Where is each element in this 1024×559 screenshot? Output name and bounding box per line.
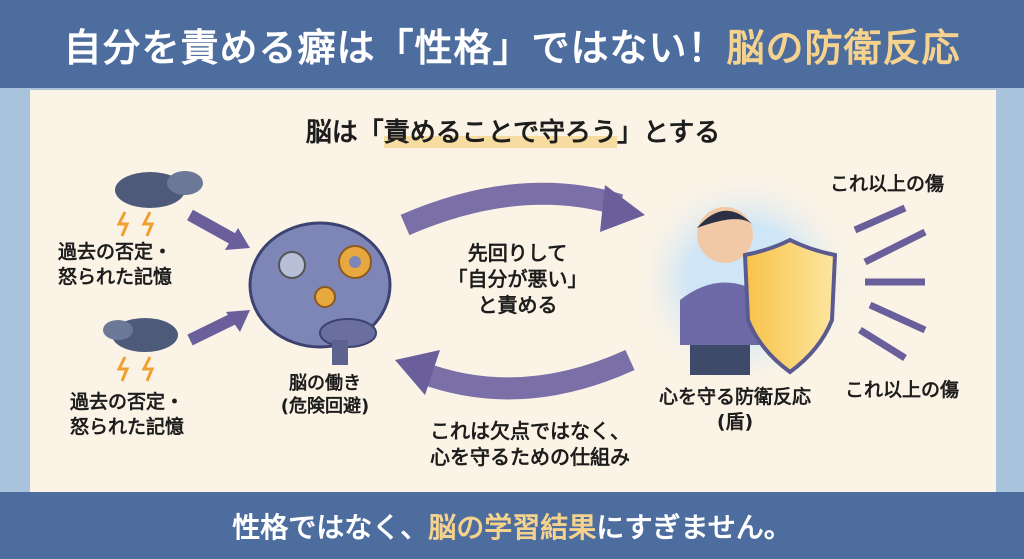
arrow-to-brain-2	[187, 312, 238, 346]
storm-cloud-icon	[115, 171, 203, 237]
brain-icon	[248, 221, 392, 365]
arrow-shield-to-brain	[416, 349, 635, 400]
subtitle: 脳は「責めることで守ろう」とする	[30, 112, 996, 149]
center-line: 先回りして	[467, 241, 568, 265]
center-top-text: 先回りして「自分が悪い」と責める	[430, 240, 605, 318]
memory-line: 過去の否定・	[58, 241, 173, 263]
center-line: 「自分が悪い」	[447, 267, 588, 291]
hurt-label-1: これ以上の傷	[830, 173, 945, 195]
person-label: 心を守る防衛反応(盾)	[630, 385, 840, 434]
brain-label-line: 脳の働き	[289, 373, 361, 394]
page-title: 自分を責める癖は「性格」ではない！脳の防衛反応	[0, 0, 1024, 88]
memory-line: 過去の否定・	[70, 391, 185, 413]
footer-banner: 性格ではなく、脳の学習結果にすぎません。	[0, 492, 1024, 559]
footer-suffix: にすぎません。	[596, 510, 792, 544]
hurt-label-2: これ以上の傷	[845, 379, 960, 401]
footer-prefix: 性格ではなく、	[232, 510, 429, 544]
arrow-to-brain-1	[187, 209, 238, 246]
center-line: と責める	[477, 293, 558, 317]
center-line: 心を守るための仕組み	[430, 445, 630, 469]
storm-cloud-icon	[103, 318, 178, 382]
brain-label: 脳の働き(危険回避)	[260, 372, 390, 419]
title-highlight: 脳の防衛反応	[726, 25, 961, 70]
title-main: 自分を責める癖は「性格」ではない！	[63, 25, 727, 70]
footer-highlight: 脳の学習結果	[428, 510, 597, 544]
person-label-line: (盾)	[716, 410, 754, 433]
subtitle-suffix: 」とする	[617, 118, 721, 148]
center-bottom-text: これは欠点ではなく、心を守るための仕組み	[395, 418, 665, 470]
subtitle-highlight: 責めることで守ろう	[383, 118, 617, 148]
center-line: これは欠点ではなく、	[430, 419, 630, 443]
arrow-brain-to-shield	[400, 182, 624, 236]
person-label-line: 心を守る防衛反応	[658, 386, 811, 408]
memory-label-2: 過去の否定・怒られた記憶	[70, 390, 184, 439]
memory-label-1: 過去の否定・怒られた記憶	[58, 240, 172, 289]
incoming-arrows	[853, 204, 927, 361]
subtitle-prefix: 脳は「	[305, 118, 384, 148]
memory-line: 怒られた記憶	[58, 265, 173, 288]
brain-label-line: (危険回避)	[280, 396, 370, 418]
memory-line: 怒られた記憶	[70, 415, 185, 438]
shield-icon	[742, 237, 838, 375]
